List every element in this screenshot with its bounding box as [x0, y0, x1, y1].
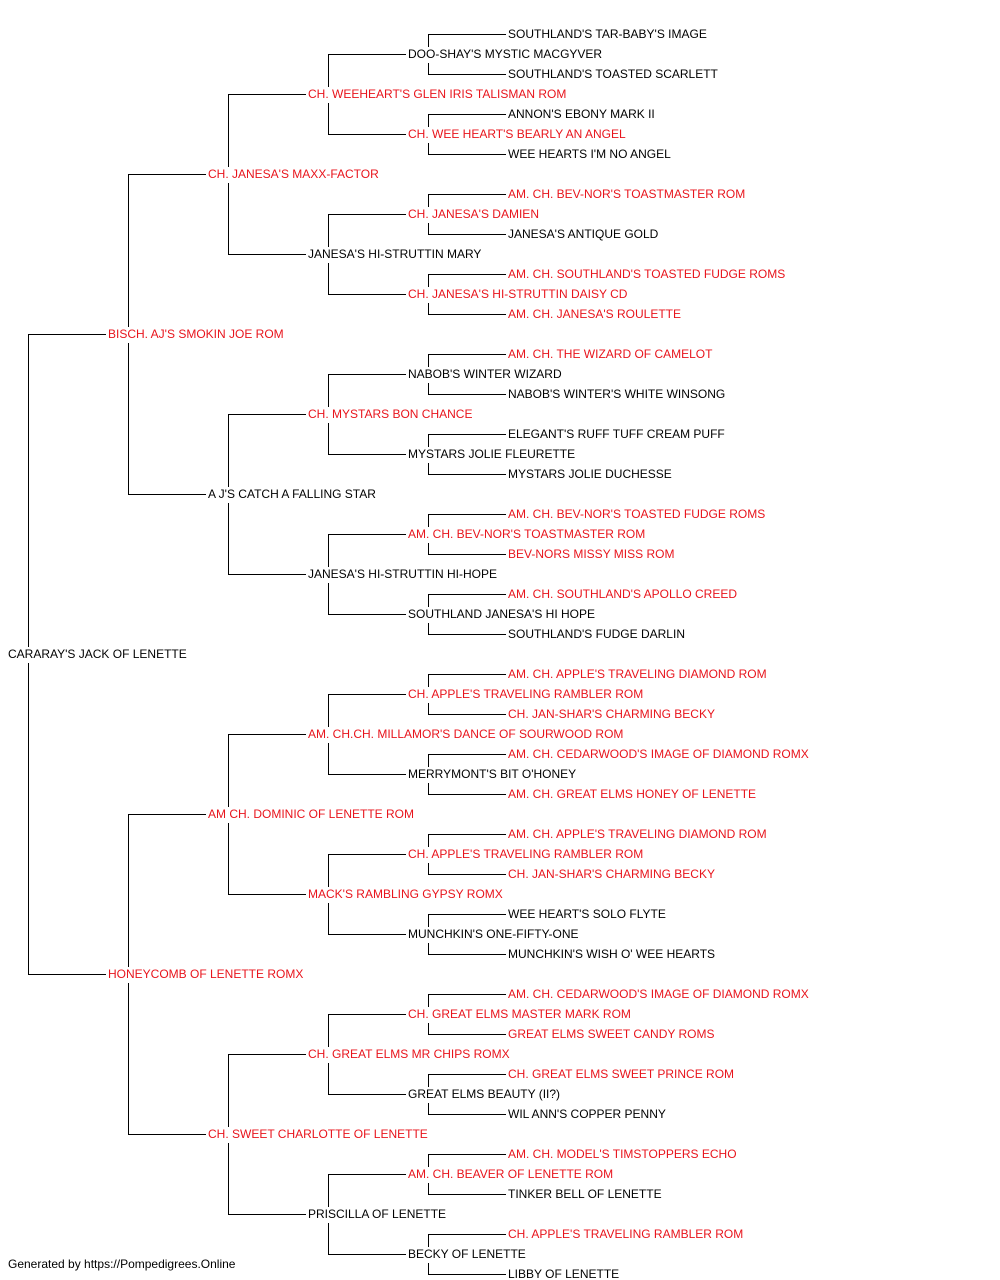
ancestor-dam-gen5: WIL ANN'S COPPER PENNY [508, 1107, 666, 1121]
ancestor-dam-gen5: WEE HEARTS I'M NO ANGEL [508, 147, 671, 161]
ancestor-sire-gen5: AM. CH. CEDARWOOD'S IMAGE OF DIAMOND ROM… [508, 987, 809, 1001]
ancestor-dam-gen4: CH. JANESA'S HI-STRUTTIN DAISY CD [408, 287, 628, 301]
ancestor-sire-gen4: NABOB'S WINTER WIZARD [408, 367, 562, 381]
ancestor-sire-gen5: AM. CH. BEV-NOR'S TOASTED FUDGE ROMS [508, 507, 766, 521]
ancestor-sire-gen5: AM. CH. SOUTHLAND'S APOLLO CREED [508, 587, 738, 601]
ancestor-dam-gen5: NABOB'S WINTER'S WHITE WINSONG [508, 387, 726, 401]
ancestor-sire-gen5: AM. CH. THE WIZARD OF CAMELOT [508, 347, 713, 361]
ancestor-dam-gen5: AM. CH. JANESA'S ROULETTE [508, 307, 681, 321]
ancestor-dam-gen5: CH. JAN-SHAR'S CHARMING BECKY [508, 707, 715, 721]
ancestor-dam-gen3: PRISCILLA OF LENETTE [308, 1207, 447, 1221]
ancestor-dam-gen4: GREAT ELMS BEAUTY (II?) [408, 1087, 561, 1101]
ancestor-dam-gen5: MUNCHKIN'S WISH O' WEE HEARTS [508, 947, 716, 961]
ancestor-sire-gen4: AM. CH. BEAVER OF LENETTE ROM [408, 1167, 614, 1181]
ancestor-sire-gen5: CH. GREAT ELMS SWEET PRINCE ROM [508, 1067, 735, 1081]
ancestor-sire-gen5: AM. CH. SOUTHLAND'S TOASTED FUDGE ROMS [508, 267, 786, 281]
footer-credit: Generated by https://Pompedigrees.Online [8, 1257, 236, 1271]
ancestor-sire-gen3: CH. WEEHEART'S GLEN IRIS TALISMAN ROM [308, 87, 567, 101]
ancestor-sire-gen1: BISCH. AJ'S SMOKIN JOE ROM [108, 327, 284, 341]
ancestor-sire-gen5: ANNON'S EBONY MARK II [508, 107, 655, 121]
ancestor-dam-gen5: TINKER BELL OF LENETTE [508, 1187, 662, 1201]
ancestor-dam-gen3: MACK'S RAMBLING GYPSY ROMX [308, 887, 503, 901]
ancestor-sire-gen5: CH. APPLE'S TRAVELING RAMBLER ROM [508, 1227, 744, 1241]
ancestor-sire-gen3: CH. GREAT ELMS MR CHIPS ROMX [308, 1047, 510, 1061]
ancestor-sire-gen4: CH. GREAT ELMS MASTER MARK ROM [408, 1007, 631, 1021]
ancestor-dam-gen2: A J'S CATCH A FALLING STAR [208, 487, 376, 501]
ancestor-dam-gen5: BEV-NORS MISSY MISS ROM [508, 547, 675, 561]
ancestor-sire-gen2: CH. JANESA'S MAXX-FACTOR [208, 167, 379, 181]
ancestor-sire-gen4: DOO-SHAY'S MYSTIC MACGYVER [408, 47, 603, 61]
ancestor-sire-gen5: SOUTHLAND'S TAR-BABY'S IMAGE [508, 27, 707, 41]
ancestor-sire-gen5: AM. CH. BEV-NOR'S TOASTMASTER ROM [508, 187, 746, 201]
ancestor-dam-gen4: MERRYMONT'S BIT O'HONEY [408, 767, 577, 781]
ancestor-dam-gen4: SOUTHLAND JANESA'S HI HOPE [408, 607, 595, 621]
ancestor-dam-gen5: SOUTHLAND'S TOASTED SCARLETT [508, 67, 718, 81]
ancestor-sire-gen5: AM. CH. APPLE'S TRAVELING DIAMOND ROM [508, 667, 767, 681]
ancestor-dam-gen5: SOUTHLAND'S FUDGE DARLIN [508, 627, 685, 641]
ancestor-sire-gen4: AM. CH. BEV-NOR'S TOASTMASTER ROM [408, 527, 646, 541]
ancestor-dam-gen3: JANESA'S HI-STRUTTIN HI-HOPE [308, 567, 497, 581]
ancestor-sire-gen5: AM. CH. APPLE'S TRAVELING DIAMOND ROM [508, 827, 767, 841]
ancestor-dam-gen4: BECKY OF LENETTE [408, 1247, 526, 1261]
ancestor-sire-gen4: CH. APPLE'S TRAVELING RAMBLER ROM [408, 687, 644, 701]
ancestor-sire-gen5: AM. CH. CEDARWOOD'S IMAGE OF DIAMOND ROM… [508, 747, 809, 761]
ancestor-sire-gen5: WEE HEART'S SOLO FLYTE [508, 907, 666, 921]
ancestor-dam-gen5: CH. JAN-SHAR'S CHARMING BECKY [508, 867, 715, 881]
ancestor-dam-gen1: HONEYCOMB OF LENETTE ROMX [108, 967, 304, 981]
ancestor-dam-gen4: CH. WEE HEART'S BEARLY AN ANGEL [408, 127, 626, 141]
ancestor-sire-gen3: AM. CH.CH. MILLAMOR'S DANCE OF SOURWOOD … [308, 727, 624, 741]
ancestor-dam-gen4: MUNCHKIN'S ONE-FIFTY-ONE [408, 927, 579, 941]
ancestor-sire-gen4: CH. APPLE'S TRAVELING RAMBLER ROM [408, 847, 644, 861]
ancestor-sire-gen5: ELEGANT'S RUFF TUFF CREAM PUFF [508, 427, 725, 441]
ancestor-dam-gen3: JANESA'S HI-STRUTTIN MARY [308, 247, 482, 261]
ancestor-dam-gen4: MYSTARS JOLIE FLEURETTE [408, 447, 576, 461]
subject-name: CARARAY'S JACK OF LENETTE [8, 647, 187, 661]
ancestor-dam-gen5: JANESA'S ANTIQUE GOLD [508, 227, 659, 241]
ancestor-sire-gen2: AM CH. DOMINIC OF LENETTE ROM [208, 807, 415, 821]
ancestor-sire-gen4: CH. JANESA'S DAMIEN [408, 207, 539, 221]
ancestor-dam-gen2: CH. SWEET CHARLOTTE OF LENETTE [208, 1127, 428, 1141]
ancestor-dam-gen5: GREAT ELMS SWEET CANDY ROMS [508, 1027, 715, 1041]
ancestor-dam-gen5: LIBBY OF LENETTE [508, 1267, 620, 1280]
ancestor-dam-gen5: MYSTARS JOLIE DUCHESSE [508, 467, 672, 481]
ancestor-sire-gen5: AM. CH. MODEL'S TIMSTOPPERS ECHO [508, 1147, 737, 1161]
ancestor-sire-gen3: CH. MYSTARS BON CHANCE [308, 407, 473, 421]
ancestor-dam-gen5: AM. CH. GREAT ELMS HONEY OF LENETTE [508, 787, 757, 801]
